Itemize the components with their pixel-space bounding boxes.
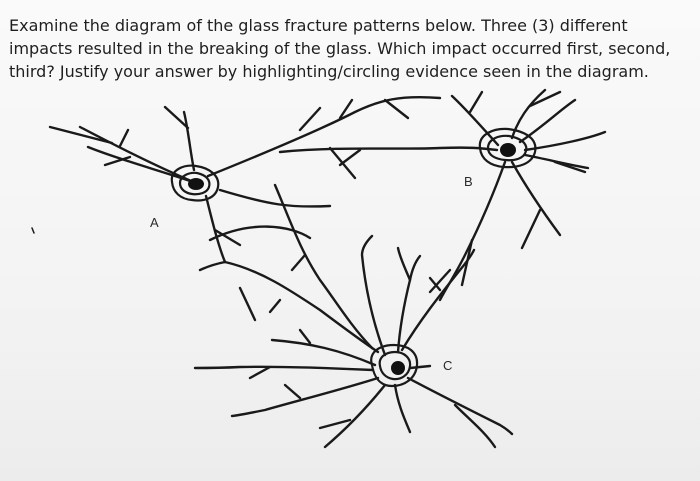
crack-b-down-branch-2 — [428, 268, 452, 294]
crack-c-left-branch — [248, 365, 272, 380]
crack-c-up-right-branch — [428, 276, 442, 292]
crack-b-down-right — [510, 160, 562, 237]
crack-c-left-upper — [270, 338, 377, 367]
crack-c-down — [393, 383, 412, 434]
crack-a-down-to-c-1 — [208, 225, 312, 242]
crack-b-down-right-branch — [520, 208, 542, 250]
impact-a: A — [48, 95, 499, 354]
crack-a-mid-to-b — [278, 146, 499, 154]
impact-b-label: B — [464, 174, 473, 189]
crack-a-low-branch — [238, 286, 257, 322]
crack-b-upper-left-branch — [468, 90, 484, 114]
impact-a-outer-ring — [170, 164, 220, 202]
crack-a-right-to-b — [206, 95, 442, 178]
crack-a-mid-branch-2 — [338, 148, 362, 167]
crack-a-left-upper — [78, 125, 198, 185]
crack-c-down-right — [406, 376, 514, 436]
crack-c-left — [193, 365, 375, 372]
crack-a-right-branch-3 — [383, 98, 410, 120]
impact-c-label: C — [443, 358, 452, 373]
crack-a-right-lower — [218, 188, 332, 208]
crack-a-right-branch-2 — [338, 98, 354, 120]
crack-c-down-left — [323, 383, 387, 449]
impact-a-label: A — [150, 215, 159, 230]
crack-a-diag-branch — [290, 253, 307, 272]
crack-a-left-branch-2 — [118, 128, 130, 148]
crack-c-right — [408, 364, 432, 370]
question-text: Examine the diagram of the glass fractur… — [9, 16, 671, 81]
crack-a-down-to-c-2 — [223, 260, 380, 354]
impact-c-point — [391, 361, 405, 375]
crack-a-down-left — [198, 260, 227, 272]
crack-c-up-branch — [396, 246, 412, 282]
impact-b-outer-ring — [478, 127, 537, 169]
crack-b-up-right — [518, 98, 577, 144]
crack-b-up-branch — [528, 90, 562, 108]
crack-a-left-branch-3 — [103, 155, 132, 167]
crack-c-down-right-branch — [453, 403, 497, 449]
impact-c-inner-ring — [378, 350, 412, 381]
crack-c-up-left — [360, 234, 387, 357]
crack-a-low-branch-2 — [268, 298, 282, 314]
crack-a-right-branch-1 — [298, 106, 322, 132]
impact-c: C — [193, 234, 514, 449]
stray-mark — [31, 227, 35, 234]
crack-c-down-left-branch — [318, 418, 352, 430]
crack-a-left-lower — [86, 145, 198, 185]
crack-c-up-right — [400, 248, 476, 352]
crack-b-up — [510, 88, 547, 140]
impact-b: B — [428, 88, 607, 302]
crack-b-right — [523, 130, 607, 152]
crack-c-left-upper-branch — [298, 328, 312, 345]
crack-a-down — [204, 194, 227, 264]
crack-c-left-lower — [230, 376, 380, 418]
crack-a-up-branch — [163, 105, 190, 130]
crack-a-up — [182, 110, 196, 172]
crack-c-left-lower-branch — [283, 383, 302, 400]
crack-a-left-branch-1 — [48, 125, 114, 145]
impact-b-inner-ring — [486, 134, 528, 162]
crack-a-diag-to-c — [273, 183, 374, 350]
impact-a-inner-ring — [178, 171, 211, 196]
crack-b-right-lower-branch — [553, 160, 587, 174]
impact-c-outer-ring — [370, 343, 419, 388]
crack-a-down-branch — [213, 228, 242, 247]
impact-a-point — [188, 178, 204, 190]
impact-b-point — [500, 143, 516, 157]
